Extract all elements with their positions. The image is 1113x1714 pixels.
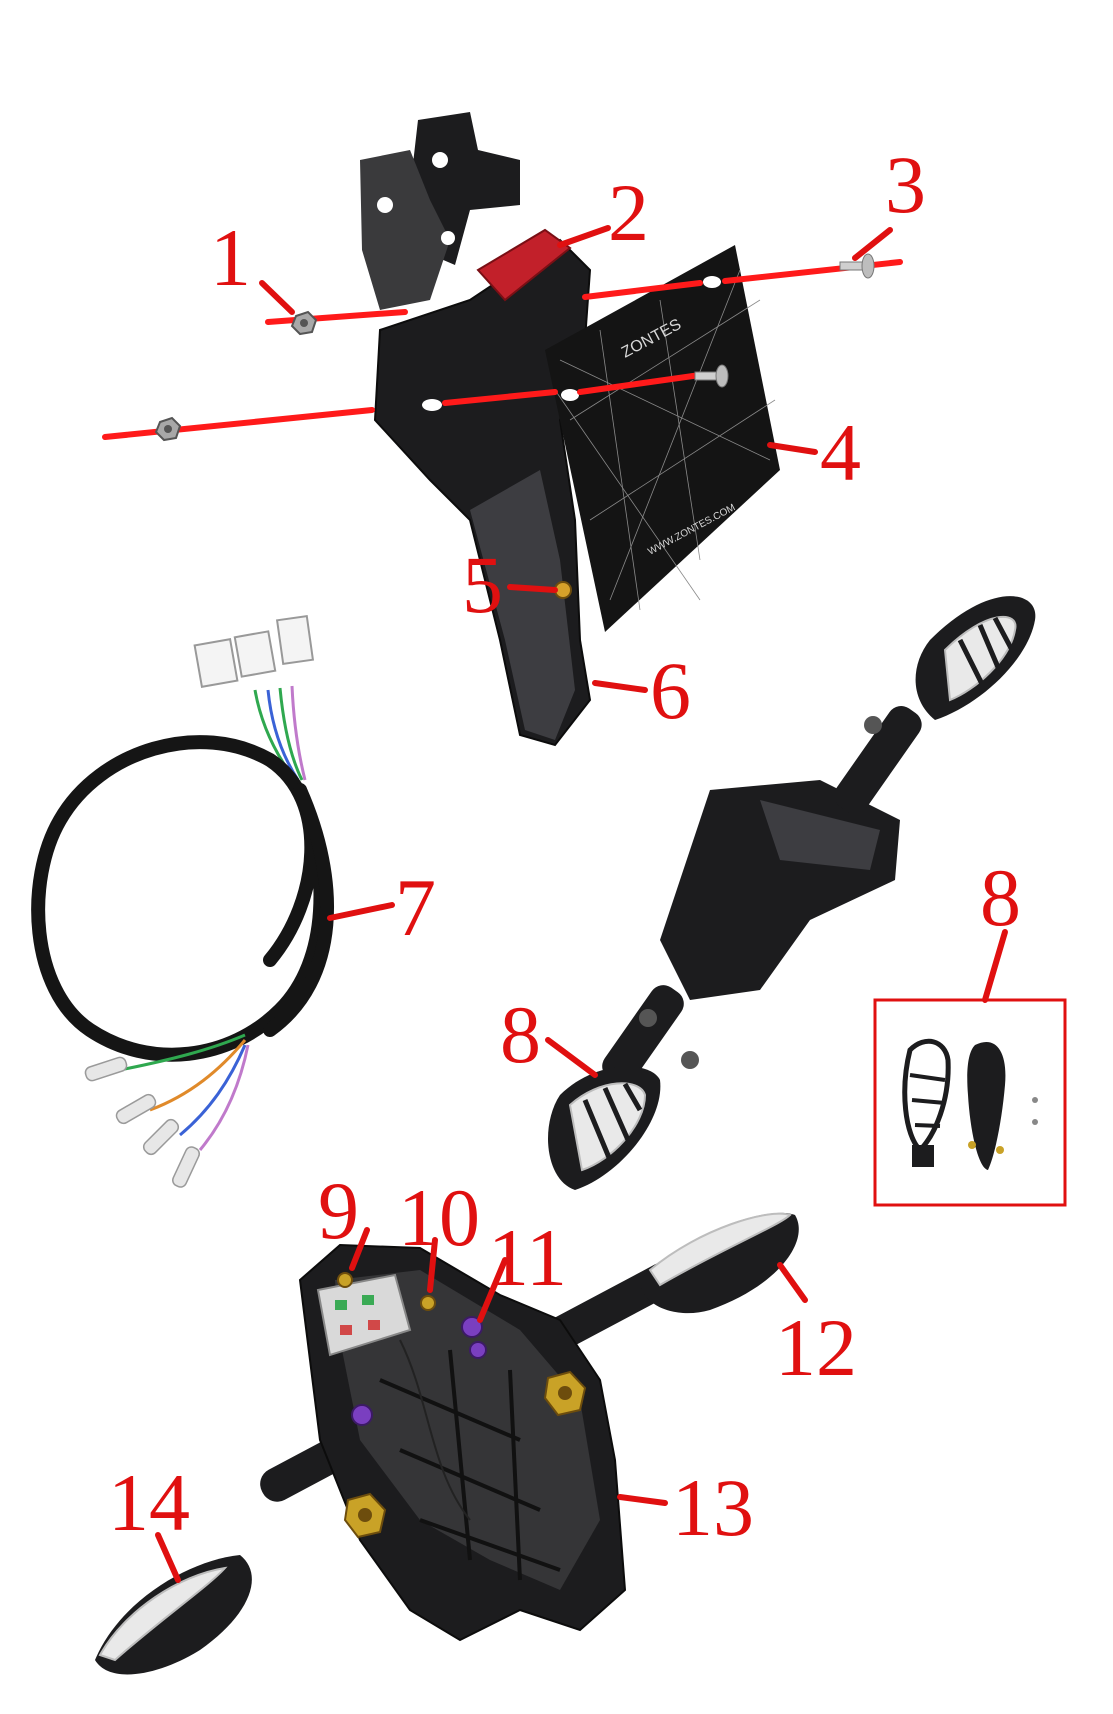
callout-5: 5: [462, 539, 503, 630]
plate-pattern: [554, 269, 776, 611]
callout-12: 12: [775, 1302, 857, 1393]
bullet-terminal: [84, 1056, 200, 1188]
harness-sheath: [31, 735, 328, 1062]
signal-body-shell: [967, 1041, 1006, 1170]
board-screw: [337, 1272, 353, 1288]
wiring-harness: [31, 614, 334, 1188]
leader-lines: [155, 225, 893, 1583]
turn-signal-assembly: [548, 596, 1036, 1190]
signal-lens-cage: [902, 1038, 951, 1167]
mount-bolt: [864, 716, 882, 734]
callout-2: 2: [608, 167, 649, 258]
callout-11: 11: [488, 1212, 567, 1303]
pan-head-screw: [694, 364, 729, 388]
callout-13: 13: [672, 1462, 754, 1553]
callout-8-inset: 8: [980, 852, 1021, 943]
hex-nut: [154, 416, 182, 442]
rear-light-unit: [95, 1212, 799, 1675]
mount-hole: [441, 231, 455, 245]
mount-hole: [377, 197, 393, 213]
callout-6: 6: [650, 645, 691, 736]
mount-hole: [432, 152, 448, 168]
gold-nut: [543, 1370, 587, 1417]
gold-nut: [343, 1492, 387, 1539]
purple-clip: [351, 1404, 373, 1426]
pan-head-screw: [839, 253, 875, 279]
callout-10: 10: [398, 1172, 480, 1263]
bracket-slot: [422, 399, 442, 411]
turn-signal-head: [915, 596, 1036, 720]
tiny-screw: [1032, 1097, 1038, 1103]
hex-nut: [290, 310, 318, 336]
callout-1: 1: [210, 212, 251, 303]
license-bracket-assembly: ZONTES WWW.ZONTES.COM: [102, 112, 903, 747]
purple-clip: [469, 1341, 487, 1359]
plate-slot: [561, 389, 579, 401]
turn-signal-head: [548, 1066, 661, 1190]
purple-clip: [461, 1316, 483, 1338]
harness-connector: [193, 614, 315, 688]
license-plate: [545, 245, 780, 632]
plate-slot: [703, 276, 721, 288]
inset-detail-box: [873, 929, 1067, 1207]
board-screw: [420, 1295, 436, 1311]
callout-9: 9: [318, 1165, 359, 1256]
callout-4: 4: [820, 407, 861, 498]
rear-turn-signal-right: [640, 1212, 799, 1314]
callout-labels: 1 2 3 4 5 6 7 8 8 9 10 11 12 13 14: [108, 139, 1021, 1553]
callout-8: 8: [500, 989, 541, 1080]
bracket-mount-ear: [360, 150, 450, 310]
callout-3: 3: [885, 139, 926, 230]
tiny-screw: [1032, 1119, 1038, 1125]
fender-highlight: [470, 470, 575, 740]
rear-turn-signal-left: [95, 1555, 252, 1675]
callout-14: 14: [108, 1457, 190, 1548]
mount-bolt: [639, 1009, 657, 1027]
callout-7: 7: [395, 862, 436, 953]
red-reflector: [478, 230, 570, 300]
mount-bolt: [681, 1051, 699, 1069]
